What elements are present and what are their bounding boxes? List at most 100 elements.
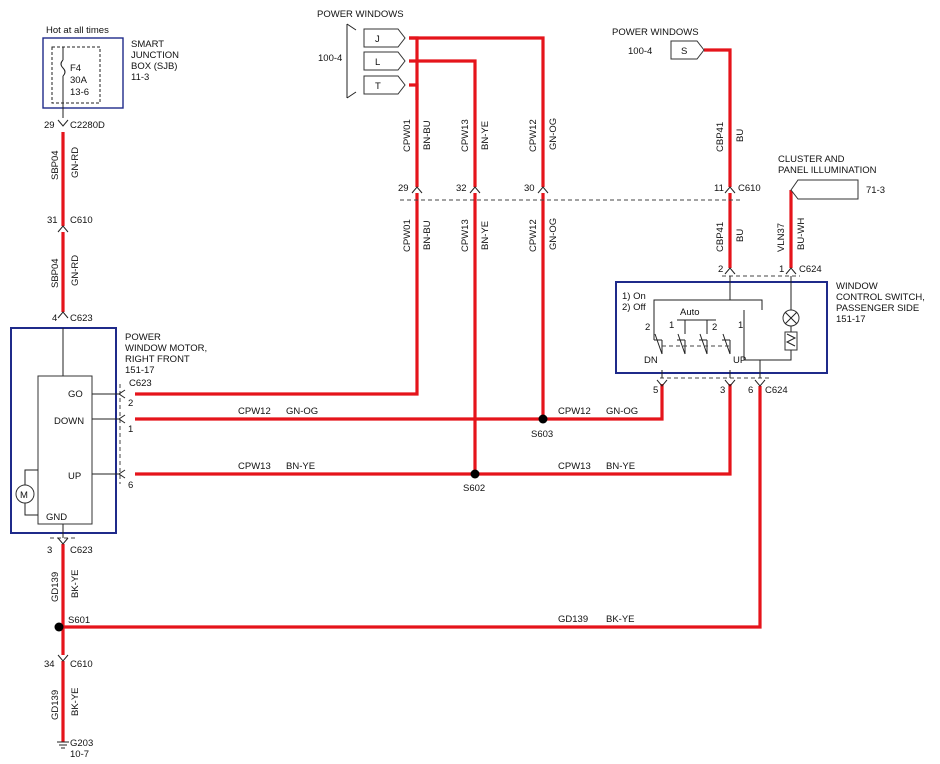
wire-label-cpw13-b: CPW13 <box>460 219 471 252</box>
wire-label-gd139-a: GD139 <box>50 572 61 602</box>
pw-pin-s-tag <box>670 40 705 60</box>
switch-num-1b: 1 <box>738 320 743 331</box>
switch-auto-label: Auto <box>680 307 700 318</box>
pw-right-ref: 100-4 <box>628 46 652 57</box>
connector-arrow-c610-34 <box>57 654 69 662</box>
wire-label-bnye-h2: BN-YE <box>606 461 635 472</box>
wire-label-bkye-a: BK-YE <box>70 569 81 598</box>
switch-dn-label: DN <box>644 355 658 366</box>
wire-cpw13-up-line[interactable] <box>135 384 732 476</box>
pin-11-c610: 11 <box>714 183 724 194</box>
fuse-ref: 13-6 <box>70 87 89 98</box>
connector-arrow-c2280d <box>57 119 69 127</box>
horizontal-wire-labels: CPW12 GN-OG CPW12 GN-OG CPW13 BN-YE CPW1… <box>238 406 638 625</box>
wire-label-bnye-a: BN-YE <box>480 121 491 150</box>
pin-2-c624: 2 <box>718 264 723 275</box>
wire-label-bu-a: BU <box>735 129 746 142</box>
wire-label-gnog-a: GN-OG <box>548 118 559 150</box>
switch-title-3: PASSENGER SIDE <box>836 303 919 314</box>
wire-label-gnog-b: GN-OG <box>548 218 559 250</box>
wire-label-cpw13-h1: CPW13 <box>238 461 271 472</box>
connector-c623-top: C623 <box>70 313 93 324</box>
pin-5-c624: 5 <box>653 385 658 396</box>
wire-cpw01-lower[interactable] <box>135 193 419 396</box>
fuse-dashed-box <box>51 46 101 104</box>
wire-label-sbp04-a: SBP04 <box>50 150 61 180</box>
connector-arrow-c610-31 <box>57 225 69 233</box>
pin-32-c610: 32 <box>456 183 467 194</box>
pw-pin-s: S <box>681 46 687 57</box>
connector-c624-bottom: C624 <box>765 385 788 396</box>
motor-ref: 151-17 <box>125 365 155 376</box>
sjb-box <box>42 37 124 109</box>
pw-pin-j-tag <box>363 28 406 48</box>
ground-ref: 10-7 <box>70 749 89 760</box>
splice-s602-dot <box>470 469 480 479</box>
connector-c623-side: C623 <box>129 378 152 389</box>
pw-pin-l-tag <box>363 51 406 71</box>
middle-wire-labels: CPW01 BN-BU CPW13 BN-YE CPW12 GN-OG CBP4… <box>402 118 807 252</box>
wire-label-bu-b: BU <box>735 229 746 242</box>
pin-1-motor: 1 <box>128 424 133 435</box>
wire-cpw13-upper[interactable] <box>409 59 477 187</box>
motor-title-3: RIGHT FRONT <box>125 354 190 365</box>
power-windows-right: POWER WINDOWS 100-4 S <box>612 27 705 60</box>
ground-id: G203 <box>70 738 93 749</box>
pin-6-c624: 6 <box>748 385 753 396</box>
connector-c610-bottom: C610 <box>70 659 93 670</box>
wire-label-cpw12-a: CPW12 <box>528 119 539 152</box>
motor-gnd-label: GND <box>46 512 67 523</box>
motor-down-label: DOWN <box>54 416 84 427</box>
motor-symbol: M <box>20 490 28 501</box>
motor-title-2: WINDOW MOTOR, <box>125 343 207 354</box>
switch-ref: 151-17 <box>836 314 866 325</box>
wire-cpw12-down-line[interactable] <box>135 384 664 421</box>
connector-c610-left: C610 <box>70 215 93 226</box>
pw-pin-l: L <box>375 57 380 68</box>
wire-label-gnrd-b: GN-RD <box>70 255 81 286</box>
pw-pin-t: T <box>375 81 381 92</box>
wire-label-cpw12-h2: CPW12 <box>558 406 591 417</box>
wire-label-bnye-b: BN-YE <box>480 221 491 250</box>
pin-31: 31 <box>47 215 58 226</box>
splice-s601-label: S601 <box>68 615 90 626</box>
wire-t-stub[interactable] <box>409 83 419 100</box>
c610-row: 29 32 30 11 C610 <box>398 183 761 194</box>
left-connector-marks: 29 C2280D 31 C610 4 C623 3 C623 34 C610 <box>44 119 105 670</box>
pw-left-ref: 100-4 <box>318 53 342 64</box>
smart-junction-box: Hot at all times F4 30A 13-6 SMART JUNCT… <box>42 25 179 118</box>
connector-c2280d: C2280D <box>70 120 105 131</box>
connector-c624-top: C624 <box>799 264 822 275</box>
cluster-title-1: CLUSTER AND <box>778 154 845 165</box>
pin-4: 4 <box>52 313 57 324</box>
wire-label-sbp04-b: SBP04 <box>50 258 61 288</box>
power-window-motor: GO DOWN UP GND M POWER WINDOW MOTOR, RIG… <box>10 327 207 538</box>
wire-label-cpw01-a: CPW01 <box>402 119 413 152</box>
wire-label-gnog-h2: GN-OG <box>606 406 638 417</box>
connector-arrow-c623-4 <box>57 311 69 319</box>
switch-num-2b: 2 <box>712 322 717 333</box>
fuse-symbol <box>60 47 66 103</box>
wire-label-bkye-h: BK-YE <box>606 614 635 625</box>
cluster-panel-illumination: CLUSTER AND PANEL ILLUMINATION 71-3 <box>778 154 885 200</box>
pin-1-c624: 1 <box>779 264 784 275</box>
pin-3-gnd: 3 <box>47 545 52 556</box>
window-control-switch: 1) On 2) Off Auto DN UP 2 1 2 1 WINDOW C… <box>615 264 925 396</box>
wire-gd139-to-switch[interactable] <box>63 386 762 629</box>
switch-resistor-icon <box>784 331 798 351</box>
wire-cpw12-from-j[interactable] <box>409 36 545 187</box>
wire-label-gnrd-a: GN-RD <box>70 147 81 178</box>
wire-cbp41-upper[interactable] <box>704 48 732 187</box>
splice-s603-label: S603 <box>531 429 553 440</box>
pw-left-title: POWER WINDOWS <box>317 9 404 20</box>
pin-29-top: 29 <box>44 120 55 131</box>
pin-2-motor: 2 <box>128 398 133 409</box>
wire-label-cpw13-a: CPW13 <box>460 119 471 152</box>
splice-s603-dot <box>538 414 548 424</box>
pw-pin-t-tag <box>363 75 406 95</box>
pin-30-c610: 30 <box>524 183 535 194</box>
motor-title-1: POWER <box>125 332 161 343</box>
wire-label-gd139-h: GD139 <box>558 614 588 625</box>
pin-29-c610: 29 <box>398 183 409 194</box>
